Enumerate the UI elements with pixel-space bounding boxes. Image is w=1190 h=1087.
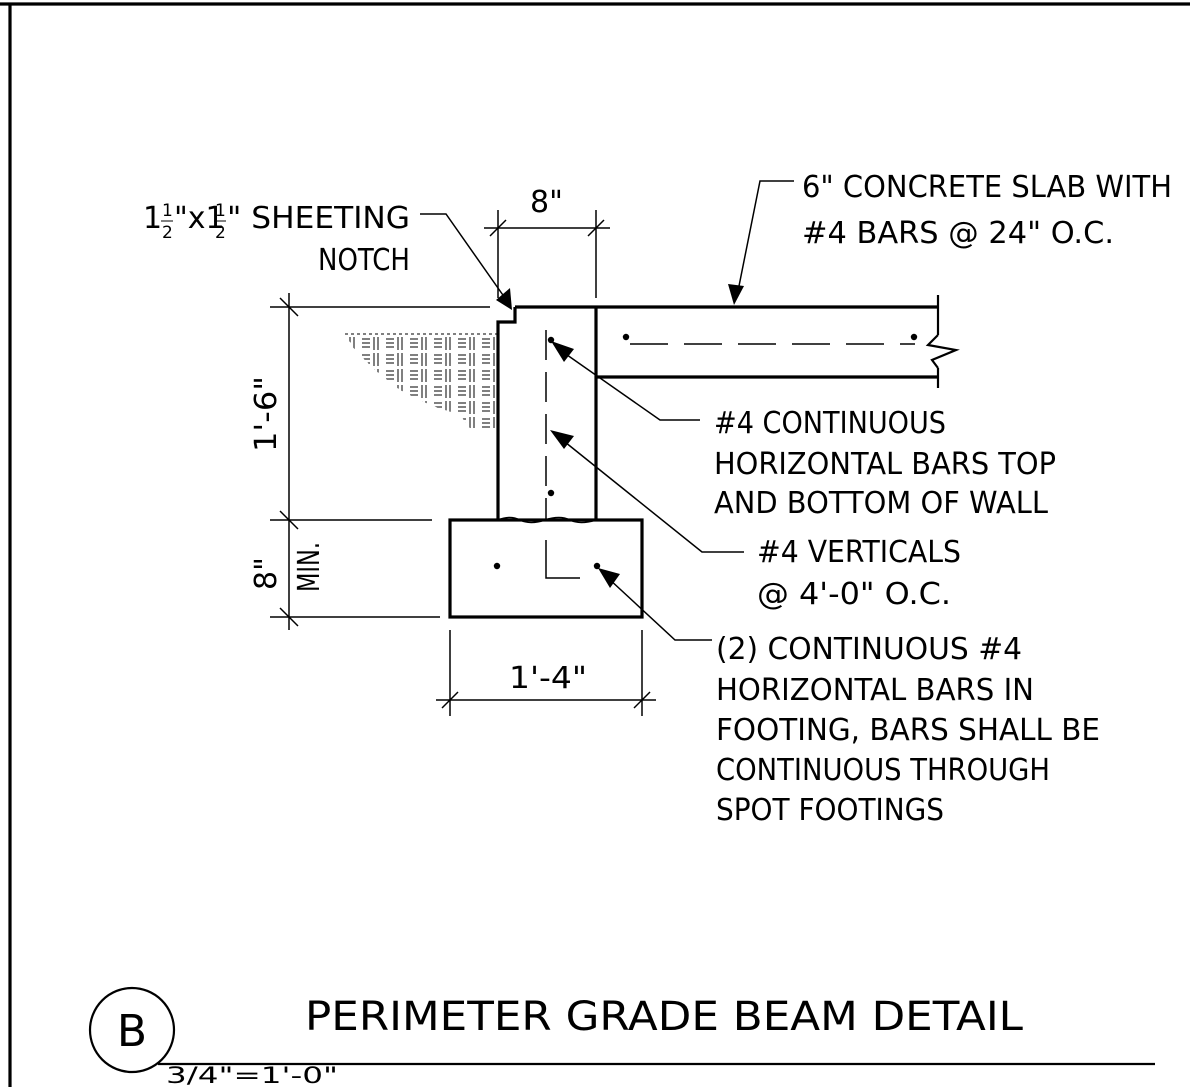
footing-depth-dimension: 8" — [249, 557, 284, 590]
wall-width-dimension: 8" — [530, 185, 563, 220]
footing-width-dimension: 1'-4" — [509, 661, 587, 696]
leader-lines — [420, 180, 794, 641]
notch-note-line2: NOTCH — [318, 243, 410, 278]
notch-note-frac-num-2: 1 — [215, 201, 226, 221]
dimension-lines — [270, 210, 656, 716]
dimension-labels: 8" 1'-6" 8" MIN. 1'-4" — [249, 185, 587, 696]
notch-note-mid: "x1 — [174, 201, 225, 236]
notch-note-frac-num-1: 1 — [162, 201, 173, 221]
earth-fill — [345, 333, 497, 428]
notch-note-tail: " SHEETING — [227, 201, 410, 236]
verticals-note: #4 VERTICALS @ 4'-0" O.C. — [757, 535, 961, 612]
verticals-note-line1: #4 VERTICALS — [757, 535, 961, 570]
horizontal-bars-note: #4 CONTINUOUS HORIZONTAL BARS TOP AND BO… — [714, 406, 1056, 521]
footing-bars-note-line5: SPOT FOOTINGS — [716, 793, 944, 828]
detail-scale: 3/4"=1'-0" — [166, 1064, 338, 1087]
detail-title: PERIMETER GRADE BEAM DETAIL — [305, 994, 1024, 1040]
footing-bars-note-line1: (2) CONTINUOUS #4 — [716, 632, 1022, 667]
detail-marker-circle — [88, 986, 176, 1074]
slab-note-line2: #4 BARS @ 24" O.C. — [802, 216, 1114, 251]
notch-note-whole-1: 1 — [143, 201, 162, 236]
wall-height-dimension: 1'-6" — [249, 376, 284, 452]
horizontal-bars-note-line1: #4 CONTINUOUS — [714, 406, 946, 441]
concrete-slab — [515, 295, 960, 388]
horizontal-bars-note-line2: HORIZONTAL BARS TOP — [714, 447, 1056, 482]
notch-note: 1 1 2 "x1 1 2 " SHEETING NOTCH — [143, 201, 410, 278]
notch-note-frac-den-1: 2 — [162, 223, 173, 243]
verticals-note-line2: @ 4'-0" O.C. — [757, 577, 951, 612]
footing-bars-note-line4: CONTINUOUS THROUGH — [716, 753, 1050, 788]
footing-depth-note: MIN. — [292, 542, 327, 592]
footing-bars-note-line2: HORIZONTAL BARS IN — [716, 673, 1034, 708]
footing-bars-note: (2) CONTINUOUS #4 HORIZONTAL BARS IN FOO… — [716, 632, 1100, 828]
detail-letter: B — [117, 1006, 147, 1057]
footing — [448, 518, 644, 619]
detail-title-block: B PERIMETER GRADE BEAM DETAIL 3/4"=1'-0" — [88, 986, 1155, 1087]
slab-note-line1: 6" CONCRETE SLAB WITH — [802, 170, 1172, 205]
grade-beam-wall — [496, 307, 598, 524]
horizontal-bars-note-line3: AND BOTTOM OF WALL — [714, 486, 1048, 521]
slab-note: 6" CONCRETE SLAB WITH #4 BARS @ 24" O.C. — [802, 170, 1172, 251]
footing-bars-note-line3: FOOTING, BARS SHALL BE — [716, 713, 1100, 748]
notch-note-frac-den-2: 2 — [215, 223, 226, 243]
